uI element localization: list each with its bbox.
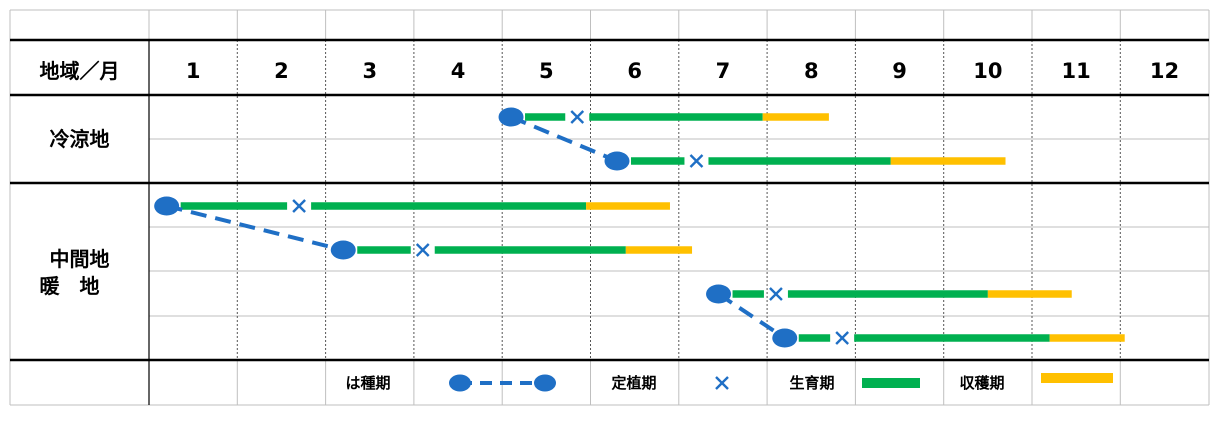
month-label: 4 bbox=[451, 59, 466, 83]
month-label: 9 bbox=[892, 59, 907, 83]
month-label: 10 bbox=[973, 59, 1002, 83]
growth-bar bbox=[589, 113, 763, 121]
header-label: 地域／月 bbox=[40, 59, 120, 83]
harvest-bar bbox=[987, 290, 1072, 298]
legend-sowing-marker bbox=[449, 374, 471, 392]
harvest-bar bbox=[890, 157, 1006, 165]
transplant-marker bbox=[292, 199, 306, 213]
transplant-marker bbox=[689, 154, 704, 168]
growth-bar bbox=[854, 334, 1050, 342]
transplant-marker bbox=[415, 243, 430, 257]
harvest-bar bbox=[762, 113, 829, 121]
legend-harvest-swatch bbox=[1041, 373, 1113, 383]
growth-bar bbox=[525, 113, 566, 121]
growth-bar bbox=[732, 290, 764, 298]
growth-bar bbox=[357, 246, 411, 254]
harvest-bar bbox=[625, 246, 693, 254]
legend-harvest-label: 収穫期 bbox=[959, 374, 1004, 392]
month-label: 8 bbox=[804, 59, 819, 83]
month-label: 3 bbox=[362, 59, 377, 83]
legend-transplanting-label: 定植期 bbox=[611, 374, 656, 392]
legend-growth-swatch bbox=[862, 378, 920, 388]
region-label: 暖 地 bbox=[40, 274, 100, 298]
transplant-marker bbox=[570, 110, 585, 124]
growth-bar bbox=[630, 157, 685, 165]
month-label: 12 bbox=[1150, 59, 1179, 83]
legend-growth-label: 生育期 bbox=[789, 374, 834, 392]
month-label: 2 bbox=[274, 59, 289, 83]
sowing-marker bbox=[498, 107, 524, 127]
sowing-connector bbox=[166, 204, 344, 252]
sowing-marker bbox=[604, 151, 630, 171]
transplant-marker bbox=[835, 331, 850, 345]
month-label: 11 bbox=[1062, 59, 1091, 83]
growth-bar bbox=[798, 334, 831, 342]
sowing-marker bbox=[330, 240, 356, 260]
month-label: 1 bbox=[186, 59, 201, 83]
growth-bar bbox=[787, 290, 988, 298]
sowing-marker bbox=[706, 284, 732, 304]
growth-bar bbox=[311, 202, 587, 210]
month-label: 7 bbox=[716, 59, 731, 83]
legend-sowing-label: は種期 bbox=[345, 374, 390, 392]
legend-sowing-marker bbox=[534, 374, 556, 392]
harvest-bar bbox=[586, 202, 670, 210]
month-label: 5 bbox=[539, 59, 554, 83]
harvest-bar bbox=[1049, 334, 1125, 342]
transplant-marker bbox=[769, 287, 783, 301]
region-label: 冷涼地 bbox=[50, 127, 110, 151]
sowing-connector bbox=[510, 115, 618, 163]
sowing-marker bbox=[154, 196, 180, 216]
growth-bar bbox=[180, 202, 288, 210]
sowing-connector bbox=[717, 292, 786, 340]
legend-transplant-marker bbox=[715, 376, 729, 390]
growth-bar bbox=[708, 157, 891, 165]
sowing-marker bbox=[772, 328, 798, 348]
month-label: 6 bbox=[627, 59, 642, 83]
region-label: 中間地 bbox=[50, 247, 110, 271]
growth-bar bbox=[434, 246, 626, 254]
